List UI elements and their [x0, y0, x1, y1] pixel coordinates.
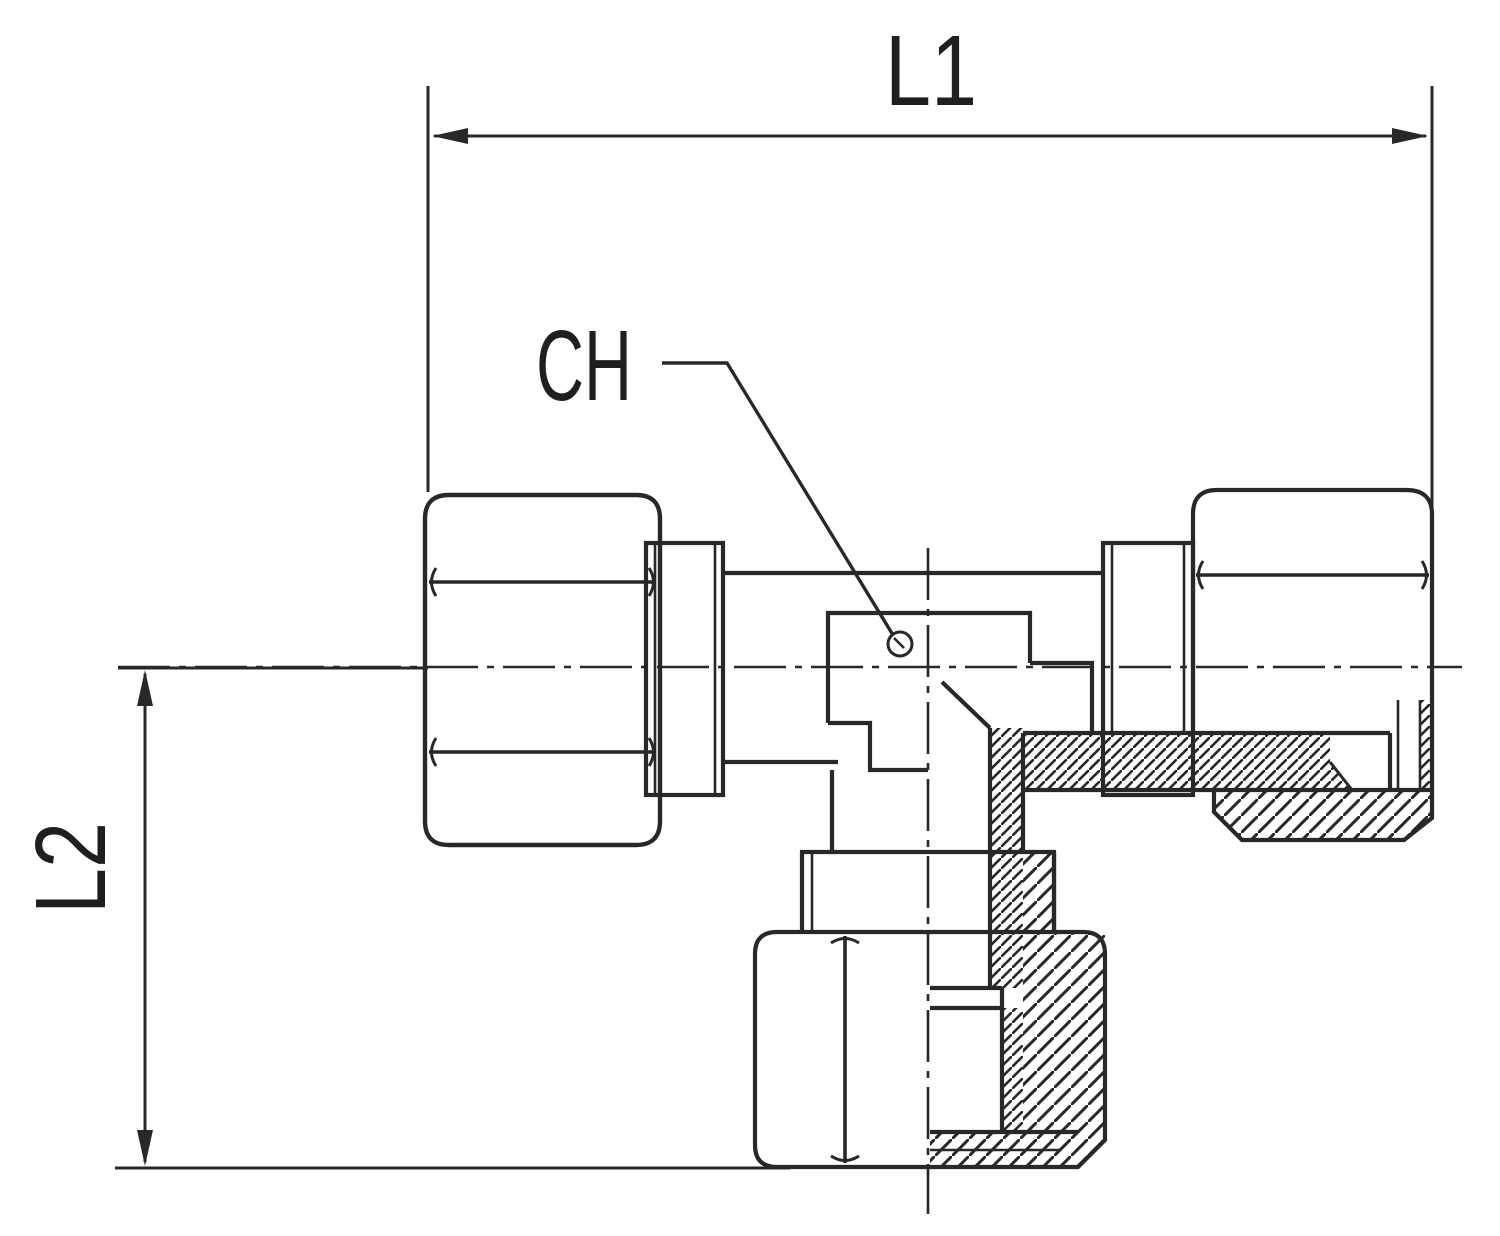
bottom-tube-wall-hatch: [1002, 1008, 1023, 1132]
left-nut-outline: [422, 492, 663, 848]
l2-arrow-top: [137, 670, 153, 706]
right-ferrule-wedge-edge: [1328, 761, 1354, 791]
right-nut-wall-hatch: [1214, 790, 1432, 840]
l2-arrow-bottom: [137, 1130, 153, 1166]
right-nut-skirt-hatch: [1420, 700, 1432, 790]
bottom-nut-chamfer-marks: [830, 937, 860, 1162]
left-collar-outline: [643, 540, 726, 798]
l1-label: L1: [885, 15, 977, 127]
l2-label: L2: [15, 822, 127, 914]
right-ferrule-hatch: [1023, 733, 1390, 790]
bottom-stud-wall-hatch: [990, 728, 1023, 988]
bottom-assembly: [752, 728, 1108, 1170]
right-ferrule-wedge: [1330, 733, 1390, 790]
l2-dimension: [115, 666, 790, 1170]
l1-dimension: [426, 86, 1434, 516]
ch-label: CH: [536, 310, 632, 422]
bottom-nut-outline: [752, 929, 1108, 1170]
right-nut-chamfer-marks: [1197, 560, 1428, 590]
right-nut-outline-bottom: [1190, 667, 1435, 843]
right-nut-outline-top: [1190, 487, 1435, 667]
left-nut-chamfer-marks: [430, 567, 655, 767]
l1-arrow-left: [432, 128, 468, 144]
body-step-left: [828, 720, 928, 773]
body-step-right: [1030, 660, 1095, 733]
bottom-collar-hatch: [1023, 852, 1054, 932]
left-collar: [643, 540, 726, 798]
l1-arrow-right: [1392, 128, 1428, 144]
body-chamfer-diagonal: [940, 680, 992, 730]
centerlines: [118, 548, 1462, 1214]
body-flat-face: [825, 610, 1033, 723]
ch-leader-tick: [893, 637, 905, 649]
left-nut: [422, 492, 663, 848]
ch-leader-line: [662, 361, 898, 641]
right-assembly: [1023, 487, 1435, 843]
ch-leader: [662, 361, 914, 658]
bottom-nut-wall-hatch: [1023, 932, 1105, 1167]
